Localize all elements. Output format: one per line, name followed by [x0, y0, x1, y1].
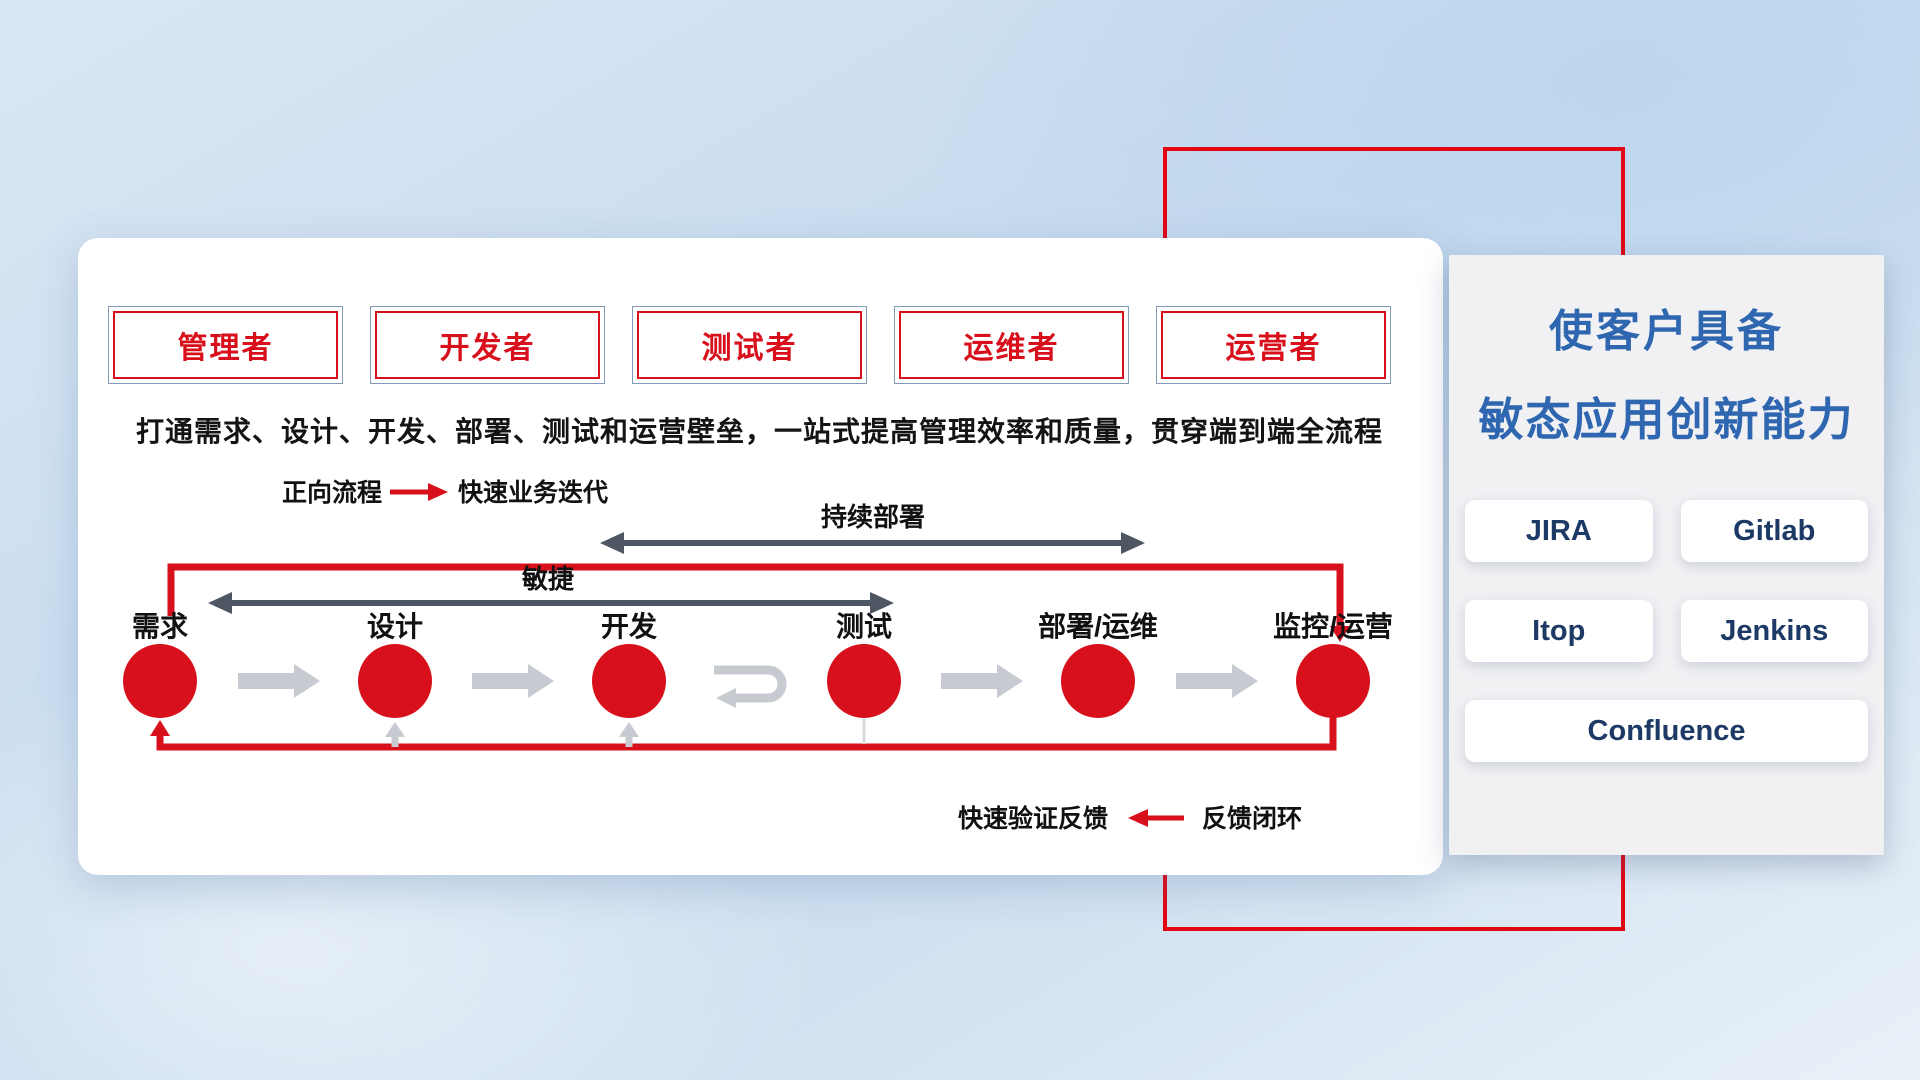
role-box-ops: 运维者	[894, 306, 1129, 384]
feedback-up-arrow-dev	[619, 722, 639, 737]
feedback-loop-path	[156, 716, 1337, 751]
stage-node-demand	[123, 644, 197, 718]
capability-panel: 使客户具备 敏态应用创新能力 JIRA Gitlab Itop Jenkins …	[1449, 255, 1884, 855]
feedback-label: 快速验证反馈	[958, 804, 1108, 833]
arrow-test-deploy	[941, 664, 1023, 698]
stage-nodes	[123, 644, 1370, 718]
continuous-deployment-arrow: 持续部署	[600, 502, 1145, 554]
roles-row: 管理者 开发者 测试者 运维者 运营者	[108, 306, 1391, 384]
capability-title-line2: 敏态应用创新能力	[1478, 394, 1855, 445]
role-box-manager: 管理者	[108, 306, 343, 384]
stage-label-dev: 开发	[601, 610, 657, 642]
tool-chip-jenkins: Jenkins	[1680, 600, 1868, 662]
stage-node-monitor	[1296, 644, 1370, 718]
feedback-up-arrow-design	[385, 722, 405, 737]
feedback-arrow-head	[1128, 809, 1148, 827]
feedback-desc: 反馈闭环	[1202, 805, 1302, 833]
role-label: 运维者	[963, 332, 1060, 365]
forward-flow-label: 正向流程	[282, 478, 382, 507]
cd-arrow-head-left	[600, 532, 624, 554]
role-box-developer: 开发者	[370, 306, 605, 384]
iterate-loop-icon-head	[716, 688, 736, 708]
feedback-loop-head	[150, 720, 170, 736]
iterate-loop-icon	[714, 665, 787, 703]
feedback-legend: 快速验证反馈 反馈闭环	[958, 804, 1302, 833]
forward-arrow-head	[428, 483, 448, 501]
stage-node-design	[358, 644, 432, 718]
devops-flow-panel: 管理者 开发者 测试者 运维者 运营者 打通需求、设计、开发、部署、测试和运营壁…	[78, 238, 1443, 875]
role-box-operator: 运营者	[1156, 306, 1391, 384]
role-box-tester: 测试者	[632, 306, 867, 384]
stage-label-monitor: 监控/运营	[1273, 611, 1393, 642]
agile-arrow: 敏捷	[208, 564, 894, 614]
tool-chip-gitlab: Gitlab	[1680, 500, 1868, 562]
stage-node-dev	[592, 644, 666, 718]
agile-arrow-head-left	[208, 592, 232, 614]
stage-connectors	[238, 664, 1258, 708]
tools-grid: JIRA Gitlab Itop Jenkins Confluence	[1465, 500, 1868, 762]
forward-loop-path	[167, 563, 1344, 628]
tool-chip-confluence: Confluence	[1465, 700, 1868, 762]
arrow-demand-design	[238, 664, 320, 698]
stage-labels: 需求 设计 开发 测试 部署/运维 监控/运营	[132, 610, 1393, 642]
stage-node-test	[827, 644, 901, 718]
forward-loop-line	[167, 563, 1350, 642]
stage-node-deploy	[1061, 644, 1135, 718]
forward-loop-head	[1330, 626, 1350, 642]
cd-label: 持续部署	[821, 502, 925, 532]
forward-flow-desc: 快速业务迭代	[458, 479, 608, 507]
agile-label: 敏捷	[521, 564, 574, 594]
stage-label-test: 测试	[836, 611, 892, 642]
tool-chip-jira: JIRA	[1465, 500, 1653, 562]
forward-flow-legend: 正向流程 快速业务迭代	[282, 478, 608, 507]
feedback-loop-line	[150, 716, 1337, 751]
tool-chip-itop: Itop	[1465, 600, 1653, 662]
role-label: 管理者	[177, 332, 274, 365]
stage-label-demand: 需求	[132, 611, 188, 642]
arrow-design-dev	[472, 664, 554, 698]
role-label: 运营者	[1225, 332, 1322, 365]
stage-label-deploy: 部署/运维	[1038, 611, 1158, 642]
stage-label-design: 设计	[367, 611, 423, 642]
role-label: 测试者	[701, 332, 798, 365]
arrow-deploy-monitor	[1176, 664, 1258, 698]
cd-arrow-head-right	[1121, 532, 1145, 554]
capability-title-line1: 使客户具备	[1549, 307, 1784, 356]
agile-arrow-head-right	[870, 592, 894, 614]
role-label: 开发者	[439, 332, 536, 365]
headline-text: 打通需求、设计、开发、部署、测试和运营壁垒，一站式提高管理效率和质量，贯穿端到端…	[136, 416, 1384, 447]
